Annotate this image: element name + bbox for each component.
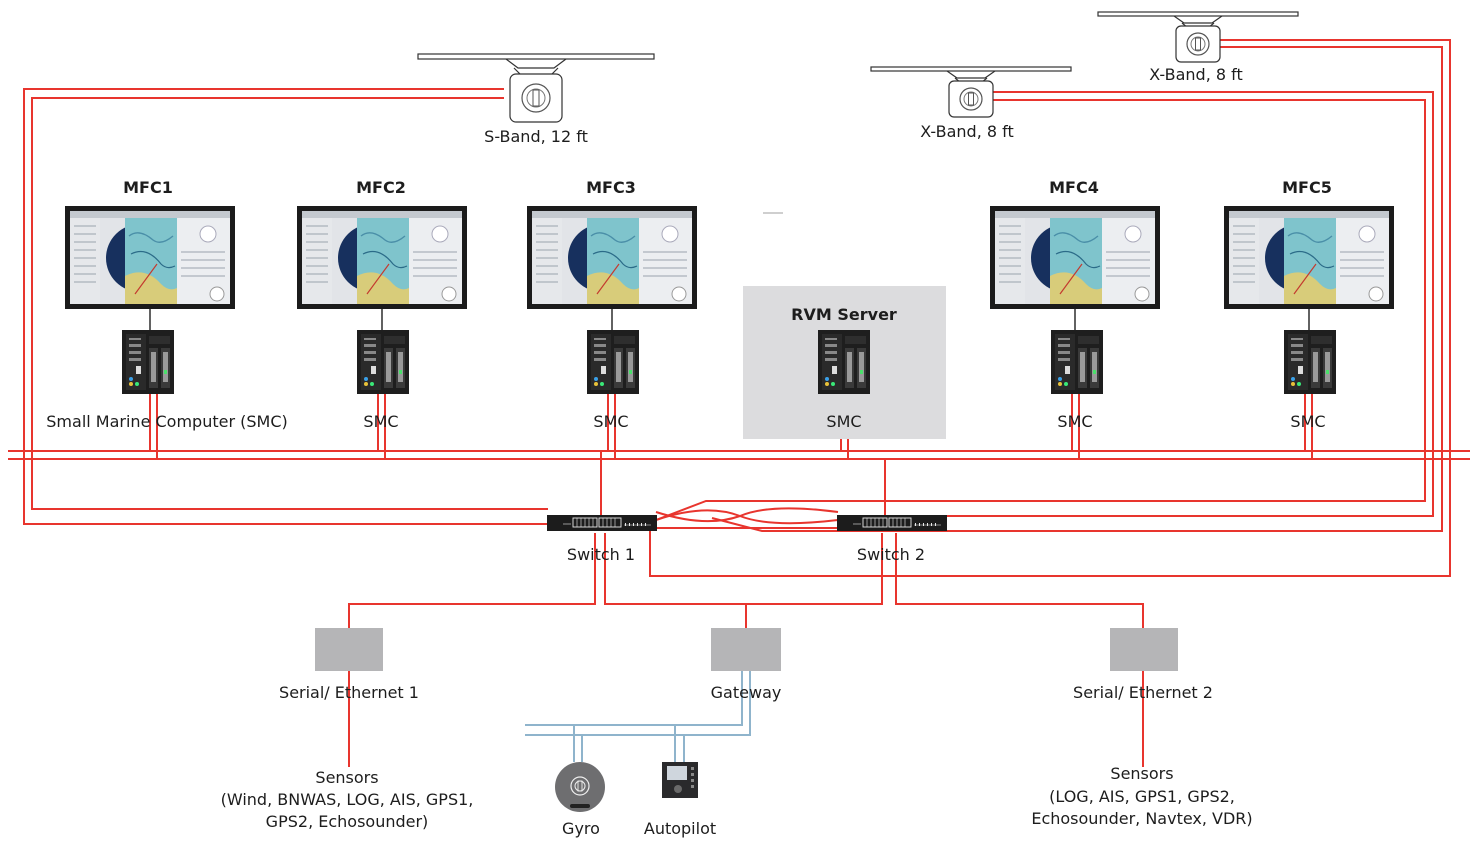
gateway-box — [711, 628, 781, 671]
monitor-mfc5 — [1223, 205, 1395, 310]
switch-2-label: Switch 2 — [856, 545, 926, 564]
switch-2 — [836, 514, 948, 532]
serial-ethernet-2-box — [1110, 628, 1178, 671]
smc-mfc3 — [587, 330, 639, 394]
mfc4-computer-label: SMC — [1057, 412, 1093, 431]
mfc1-computer-label: Small Marine Computer (SMC) — [46, 412, 288, 431]
sensors-2-title: Sensors — [1110, 764, 1174, 783]
autopilot-panel-icon — [662, 762, 698, 798]
radar-x-band-right — [1097, 11, 1299, 63]
gateway-label: Gateway — [710, 683, 782, 702]
mfc2-computer-label: SMC — [363, 412, 399, 431]
gyro-compass-icon — [555, 762, 605, 812]
monitor-mfc2 — [296, 205, 468, 310]
mfc4-title: MFC4 — [1049, 178, 1099, 197]
sensors-1-title: Sensors — [315, 768, 379, 787]
monitor-mfc3 — [526, 205, 698, 310]
mfc5-title: MFC5 — [1282, 178, 1332, 197]
autopilot-label: Autopilot — [643, 819, 717, 838]
sensors-2-detail: (LOG, AIS, GPS1, GPS2, Echosounder, Navt… — [1031, 787, 1253, 828]
gyro-label: Gyro — [562, 819, 600, 838]
mfc3-computer-label: SMC — [593, 412, 629, 431]
rvm-server-title: RVM Server — [791, 305, 897, 324]
switch-1-label: Switch 1 — [566, 545, 636, 564]
smc-rvm — [818, 330, 870, 394]
mfc1-title: MFC1 — [123, 178, 173, 197]
switch-1 — [546, 514, 658, 532]
serial-ethernet-1-label: Serial/ Ethernet 1 — [279, 683, 419, 702]
smc-mfc1 — [122, 330, 174, 394]
monitor-mfc4 — [989, 205, 1161, 310]
serial-ethernet-1-box — [315, 628, 383, 671]
radar-x-band-left-label: X-Band, 8 ft — [920, 122, 1014, 141]
mfc3-title: MFC3 — [586, 178, 636, 197]
radar-s-band-label: S-Band, 12 ft — [484, 127, 588, 146]
rvm-computer-label: SMC — [826, 412, 862, 431]
serial-ethernet-2-label: Serial/ Ethernet 2 — [1073, 683, 1213, 702]
smc-mfc5 — [1284, 330, 1336, 394]
mfc5-computer-label: SMC — [1290, 412, 1326, 431]
sensors-1-detail: (Wind, BNWAS, LOG, AIS, GPS1, GPS2, Echo… — [220, 790, 474, 831]
mfc2-title: MFC2 — [356, 178, 406, 197]
smc-mfc4 — [1051, 330, 1103, 394]
radar-x-band-right-label: X-Band, 8 ft — [1149, 65, 1243, 84]
monitor-mfc1 — [64, 205, 236, 310]
smc-mfc2 — [357, 330, 409, 394]
